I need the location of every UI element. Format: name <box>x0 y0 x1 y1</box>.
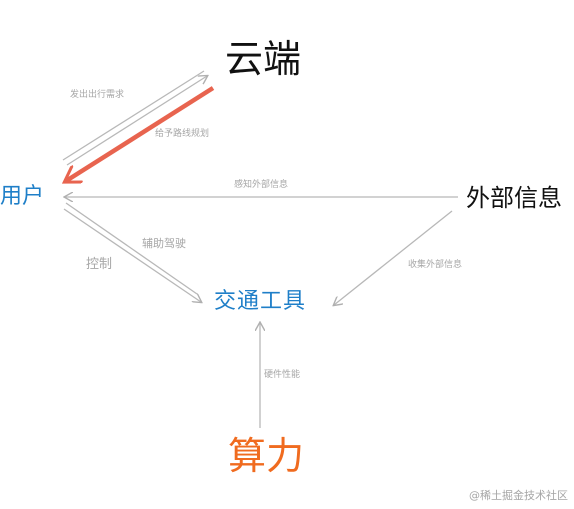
edge-assisted-driving <box>63 202 201 302</box>
edge-request <box>62 70 207 166</box>
node-external-info: 外部信息 <box>466 184 562 212</box>
edge-label-control: 控制 <box>86 257 113 272</box>
node-transport: 交通工具 <box>214 289 307 314</box>
watermark: @稀土掘金技术社区 <box>469 489 568 502</box>
edge-label-hardware-performance: 硬件性能 <box>264 370 301 380</box>
node-user: 用户 <box>0 184 45 209</box>
edge-label-sense-external: 感知外部信息 <box>234 180 289 190</box>
node-cloud: 云端 <box>225 37 302 81</box>
edge-label-assisted-driving: 辅助驾驶 <box>142 237 186 250</box>
node-compute: 算力 <box>228 434 305 478</box>
edge-collect-external <box>334 210 453 305</box>
edge-label-route-planning: 给予路线规划 <box>155 129 210 139</box>
edge-route-planning <box>66 86 215 181</box>
edge-label-collect-external: 收集外部信息 <box>408 260 463 270</box>
edge-label-request: 发出出行需求 <box>70 90 125 100</box>
